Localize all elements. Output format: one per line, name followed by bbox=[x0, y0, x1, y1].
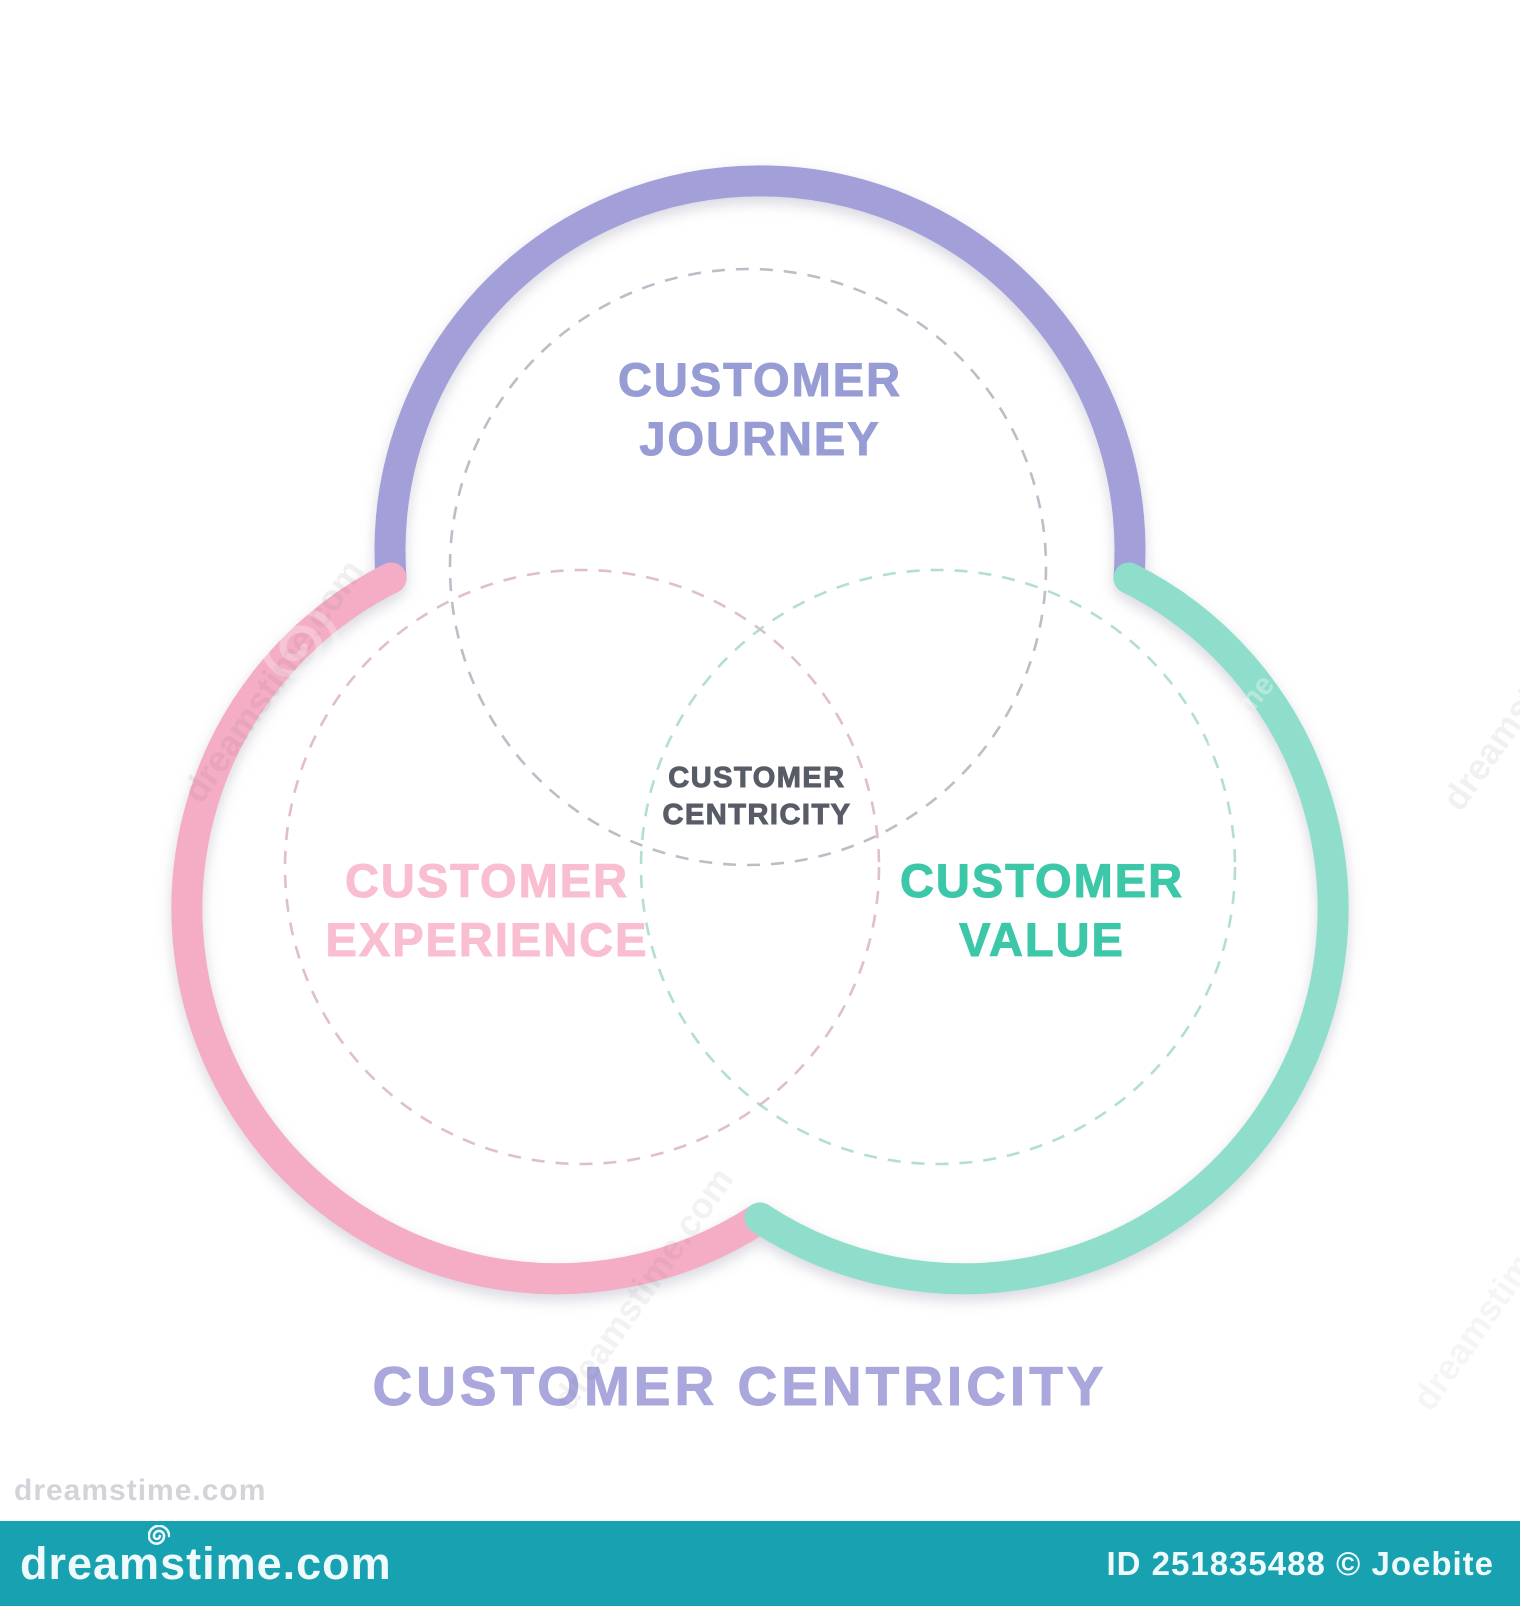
center-label-line1: CUSTOMER bbox=[668, 762, 846, 795]
dreamstime-logo-text: dreamstime.com bbox=[20, 1538, 392, 1589]
value-label-line1: CUSTOMER bbox=[899, 854, 1185, 908]
experience-arc bbox=[171, 562, 776, 1295]
experience-label: CUSTOMER EXPERIENCE bbox=[87, 851, 887, 969]
journey-label-line2: JOURNEY bbox=[639, 412, 881, 466]
value-label: CUSTOMER VALUE bbox=[642, 851, 1442, 969]
footer-credit-bar: dreamstime.com ID 251835488 © Joebite bbox=[0, 1521, 1520, 1606]
image-credit: ID 251835488 © Joebite bbox=[1106, 1544, 1494, 1582]
value-dashed-circle bbox=[639, 568, 1237, 1166]
outer-arcs bbox=[171, 165, 1349, 1295]
center-label: CUSTOMER CENTRICITY bbox=[457, 760, 1057, 834]
journey-dashed-circle bbox=[448, 267, 1048, 867]
diagram-title: CUSTOMER CENTRICITY bbox=[372, 1355, 1108, 1417]
experience-label-line2: EXPERIENCE bbox=[325, 913, 649, 967]
center-label-line2: CENTRICITY bbox=[662, 799, 852, 832]
experience-dashed-circle bbox=[283, 568, 881, 1166]
dreamstime-logo: dreamstime.com bbox=[20, 1525, 392, 1589]
journey-label-line1: CUSTOMER bbox=[617, 353, 903, 407]
journey-label: CUSTOMER JOURNEY bbox=[360, 350, 1160, 468]
logo-spiral-icon bbox=[148, 1525, 170, 1545]
value-arc bbox=[744, 562, 1349, 1295]
value-label-line2: VALUE bbox=[959, 913, 1125, 967]
experience-label-line1: CUSTOMER bbox=[344, 854, 630, 908]
journey-arc bbox=[374, 165, 1146, 594]
watermark-spiral-icon bbox=[262, 608, 340, 678]
